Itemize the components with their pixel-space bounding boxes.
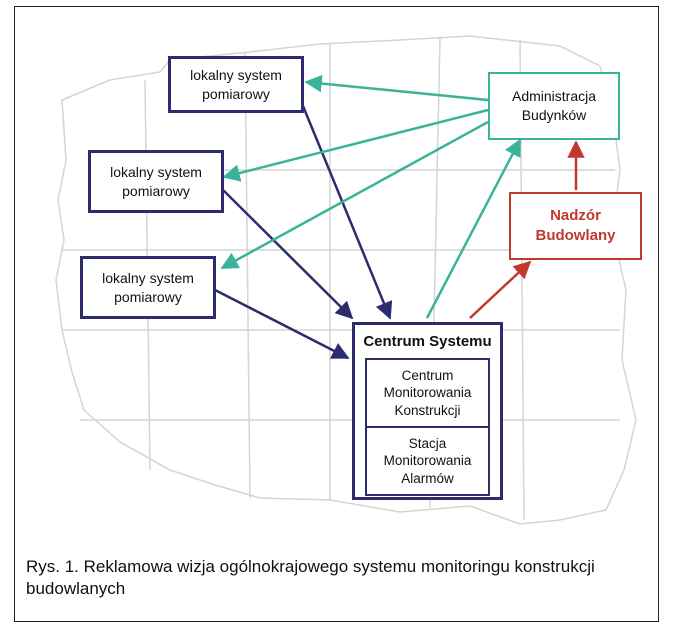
map-outline (55, 35, 637, 525)
map-grid-line (244, 51, 251, 499)
node-alarm-monitoring-station: Stacja Monitorowania Alarmów (365, 426, 490, 496)
edge-admin-to-local2 (222, 108, 489, 182)
node-label: lokalny system pomiarowy (190, 66, 282, 102)
node-building-supervision: Nadzór Budowlany (509, 192, 642, 260)
edge-admin-to-local3 (220, 120, 489, 270)
edge-local1-to-center (301, 105, 393, 320)
edge-center-to-supervision (469, 260, 532, 319)
edge-center-to-admin (425, 138, 522, 319)
node-local-measurement-system-1: lokalny system pomiarowy (168, 56, 304, 113)
edge-admin-to-local1 (304, 74, 489, 102)
node-label: Administracja Budynków (511, 88, 597, 123)
node-label: Nadzór Budowlany (535, 206, 616, 244)
node-system-center: Centrum Systemu Centrum Monitorowania Ko… (352, 322, 503, 500)
node-label: lokalny system pomiarowy (110, 163, 202, 199)
system-center-title: Centrum Systemu (363, 333, 492, 350)
node-structure-monitoring-center: Centrum Monitorowania Konstrukcji (365, 358, 490, 428)
node-label: Stacja Monitorowania Alarmów (383, 435, 472, 486)
figure-caption: Rys. 1. Reklamowa wizja ogólnokrajowego … (26, 557, 595, 599)
node-building-administration: Administracja Budynków (488, 72, 620, 140)
edge-local3-to-center (214, 288, 350, 360)
edge-local2-to-center (214, 181, 354, 320)
node-local-measurement-system-2: lokalny system pomiarowy (88, 150, 224, 213)
node-local-measurement-system-3: lokalny system pomiarowy (80, 256, 216, 319)
node-label: lokalny system pomiarowy (102, 269, 194, 305)
node-label: Centrum Monitorowania Konstrukcji (383, 367, 472, 418)
